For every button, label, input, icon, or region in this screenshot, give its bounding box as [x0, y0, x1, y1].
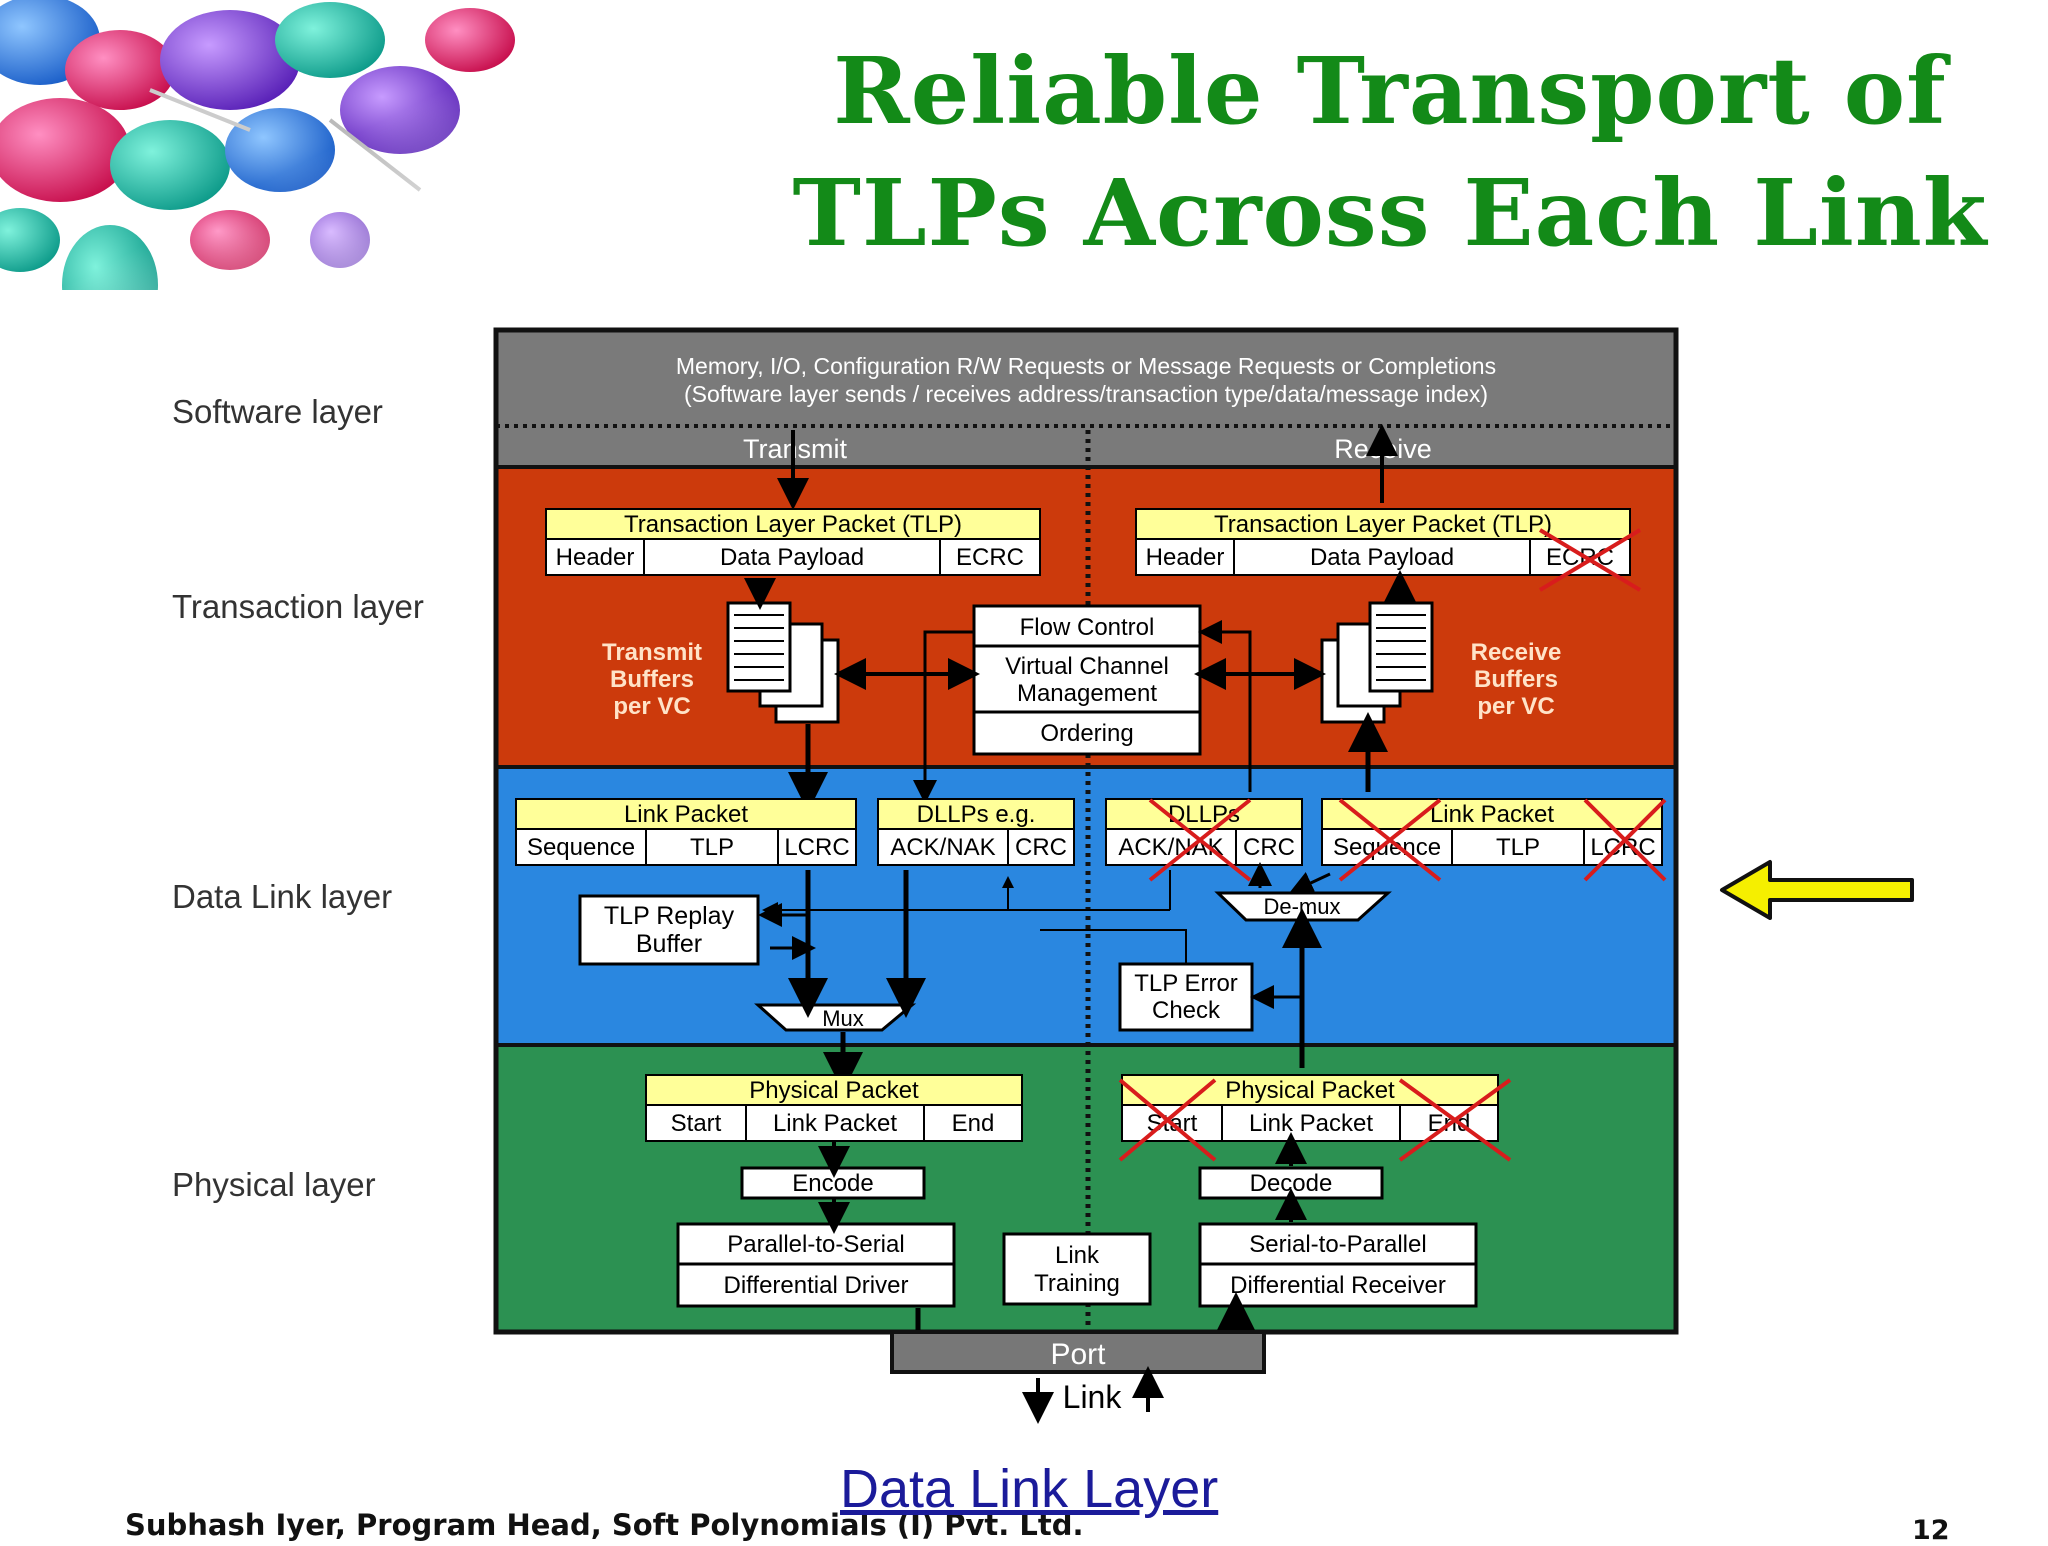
differential-driver-label: Differential Driver	[724, 1272, 909, 1299]
transaction-arrows	[744, 424, 1416, 812]
port-label: Port	[1050, 1338, 1106, 1371]
physical-layer-label: Physical layer	[172, 1166, 376, 1203]
tx-sequence: Sequence	[527, 834, 635, 861]
title-line-1: Reliable Transport of	[833, 37, 1947, 145]
transmit-label: Transmit	[743, 434, 848, 464]
tlp-error-check-line-1: TLP Error	[1134, 970, 1238, 997]
encode-block: Encode	[740, 1166, 926, 1200]
rx-physical-packet: Physical Packet Start Link Packet End	[1118, 1074, 1512, 1162]
link-training-block: Link Training	[1002, 1232, 1152, 1306]
transaction-layer-label: Transaction layer	[172, 588, 424, 625]
decode-block: Decode	[1198, 1166, 1384, 1200]
tx-physical-packet: Physical Packet Start Link Packet End	[645, 1074, 1023, 1142]
rx-physical-link-packet: Link Packet	[1249, 1110, 1373, 1137]
tx-physical-link-packet: Link Packet	[773, 1110, 897, 1137]
tx-tlp: TLP	[690, 834, 734, 861]
encode-label: Encode	[792, 1170, 873, 1197]
push-pins-decoration	[0, 0, 560, 290]
tx-link-packet-title: Link Packet	[624, 801, 748, 828]
rx-dllp-cross	[1148, 798, 1252, 882]
tx-tlp-title: Transaction Layer Packet (TLP)	[624, 511, 962, 538]
rx-physical-packet-title: Physical Packet	[1225, 1077, 1395, 1104]
demux-block: De-mux	[1214, 891, 1392, 922]
software-band	[496, 330, 1676, 467]
data-link-layer-link[interactable]: Data Link Layer	[840, 1459, 1219, 1519]
tx-dllps-title: DLLPs e.g.	[917, 801, 1036, 828]
tx-tlp-packet: Transaction Layer Packet (TLP) Header Da…	[545, 508, 1041, 576]
rx-tlp-packet: Transaction Layer Packet (TLP) Header Da…	[1135, 508, 1642, 592]
label-panel-background	[160, 275, 490, 1275]
replay-buffer-line-2: Buffer	[636, 930, 702, 958]
differential-receiver-label: Differential Receiver	[1230, 1272, 1446, 1299]
software-layer-label: Software layer	[172, 393, 383, 430]
tx-ecrc: ECRC	[956, 544, 1024, 571]
rx-tlp-title: Transaction Layer Packet (TLP)	[1214, 511, 1552, 538]
tx-start: Start	[671, 1110, 722, 1137]
flow-control-label: Flow Control	[1020, 614, 1155, 641]
title-line-2: TLPs Across Each Link	[792, 159, 1988, 267]
software-line-2: (Software layer sends / receives address…	[684, 381, 1488, 407]
transmit-buffers-line-2: Buffers	[610, 666, 694, 693]
rx-tlp: TLP	[1496, 834, 1540, 861]
rx-crc: CRC	[1243, 834, 1295, 861]
ordering-label: Ordering	[1040, 720, 1133, 747]
vc-management-line-1: Virtual Channel	[1005, 653, 1169, 680]
receive-buffers-icon	[1320, 601, 1434, 724]
rx-header: Header	[1146, 544, 1225, 571]
replay-buffer-line-1: TLP Replay	[604, 902, 735, 930]
rx-link-packet-title: Link Packet	[1430, 801, 1554, 828]
vc-management-line-2: Management	[1017, 680, 1157, 707]
rx-dllp-packet: DLLPs ACK/NAK CRC	[1105, 798, 1303, 882]
serializer-block: Parallel-to-Serial Differential Driver	[676, 1222, 956, 1308]
mux-label: Mux	[822, 1006, 864, 1031]
tx-physical-packet-title: Physical Packet	[749, 1077, 919, 1104]
tx-dllp-packet: DLLPs e.g. ACK/NAK CRC	[877, 798, 1075, 866]
link-arrows	[1022, 1366, 1164, 1424]
tlp-replay-buffer: TLP Replay Buffer	[578, 894, 760, 966]
tlp-error-check: TLP Error Check	[1118, 962, 1254, 1032]
receive-buffers-line-2: Buffers	[1474, 666, 1558, 693]
parallel-to-serial-label: Parallel-to-Serial	[727, 1231, 904, 1258]
link-training-line-1: Link	[1055, 1242, 1100, 1269]
tx-link-packet: Link Packet Sequence TLP LCRC	[515, 798, 857, 866]
link-training-line-2: Training	[1034, 1270, 1120, 1297]
serial-to-parallel-label: Serial-to-Parallel	[1249, 1231, 1426, 1258]
data-link-arrows	[758, 862, 1331, 1092]
page-number: 12	[1912, 1515, 1950, 1546]
software-line-1: Memory, I/O, Configuration R/W Requests …	[676, 353, 1496, 379]
tlp-error-check-line-2: Check	[1152, 997, 1221, 1024]
flow-control-stack: Flow Control Virtual Channel Management …	[972, 604, 1202, 756]
receive-buffers-line-1: Receive	[1471, 639, 1562, 666]
link-label: Link	[1063, 1379, 1123, 1415]
tx-data-payload: Data Payload	[720, 544, 864, 571]
decode-label: Decode	[1250, 1170, 1333, 1197]
tx-lcrc: LCRC	[784, 834, 849, 861]
rx-sequence-cross	[1338, 798, 1442, 882]
transmit-buffers-line-3: per VC	[613, 693, 690, 720]
rx-start-cross	[1118, 1078, 1217, 1162]
tx-end: End	[952, 1110, 995, 1137]
tx-crc: CRC	[1015, 834, 1067, 861]
data-link-layer-label: Data Link layer	[172, 878, 393, 915]
rx-end-cross	[1398, 1078, 1512, 1162]
receive-buffers-line-3: per VC	[1477, 693, 1554, 720]
rx-ecrc-cross	[1538, 528, 1642, 592]
rx-data-payload: Data Payload	[1310, 544, 1454, 571]
deserializer-block: Serial-to-Parallel Differential Receiver	[1198, 1222, 1478, 1308]
transmit-buffers-icon	[726, 601, 840, 724]
transmit-buffers-line-1: Transmit	[602, 639, 702, 666]
yellow-pointer-arrow	[1720, 860, 1914, 920]
tx-ack-nak: ACK/NAK	[890, 834, 995, 861]
rx-link-packet: Link Packet Sequence TLP LCRC	[1321, 798, 1667, 882]
rx-lcrc-cross	[1583, 798, 1667, 882]
slide-title: Reliable Transport of TLPs Across Each L…	[760, 30, 2020, 274]
tx-header: Header	[556, 544, 635, 571]
rx-ack-nak: ACK/NAK	[1118, 834, 1223, 861]
port-block: Port	[890, 1330, 1266, 1374]
demux-label: De-mux	[1263, 894, 1340, 919]
